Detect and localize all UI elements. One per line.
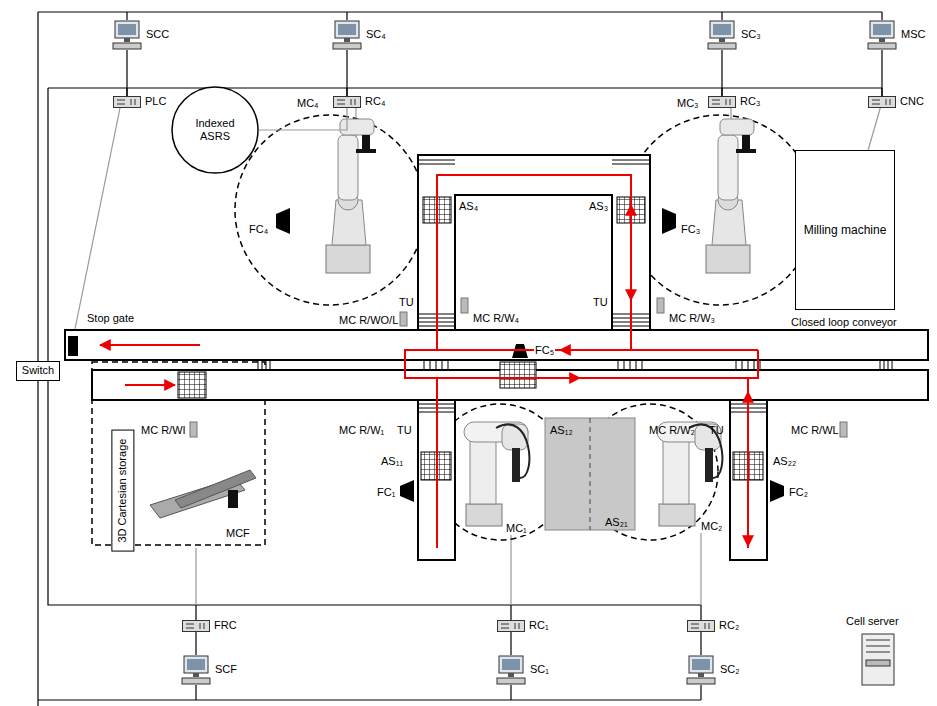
callout-label: AS₂₂ — [772, 455, 797, 468]
node-text: PLC — [145, 95, 166, 108]
network-link — [346, 50, 347, 96]
server-node: Cell server — [858, 632, 898, 687]
callout-label: TU — [708, 424, 725, 437]
node-text: RC₃ — [740, 95, 760, 108]
computer-node: SCC — [112, 20, 142, 50]
computer-node: SC₂ — [686, 655, 716, 685]
node-text: Indexed ASRS — [180, 117, 250, 143]
node-text: 3D Cartesian storage — [116, 438, 129, 542]
callout-label: MC R/WI — [140, 424, 187, 437]
storage-box: 3D Cartesian storage — [111, 429, 134, 551]
callout-label: AS₃ — [588, 200, 609, 213]
node-text: SC₁ — [530, 663, 549, 676]
device-icon — [497, 620, 525, 632]
callout-label: MC R/WL — [790, 424, 840, 437]
device-icon — [333, 96, 361, 108]
network-link — [510, 632, 511, 655]
node-text: SC₂ — [720, 663, 740, 676]
storage-circle: Indexed ASRS — [171, 86, 259, 174]
node-text: SC₃ — [741, 28, 761, 41]
device-icon — [181, 655, 211, 685]
callout-label: AS₄ — [458, 200, 479, 213]
callout-label: MC R/W₃ — [668, 312, 716, 325]
callout-label: TU — [592, 296, 609, 309]
callout-label: MC R/W₂ — [648, 424, 696, 437]
controller-node: RC₂ — [687, 620, 715, 632]
callout-label: FC₃ — [680, 223, 701, 236]
callout-label: FC₅ — [534, 344, 555, 357]
network-link — [126, 50, 127, 96]
node-text: FRC — [214, 619, 237, 632]
network-link — [868, 108, 880, 150]
callout-label: AS₂₁ — [604, 516, 629, 529]
callout-label: MC R/W₁ — [338, 424, 385, 437]
node-text: RC₁ — [529, 619, 549, 632]
callout-label: FC₁ — [376, 486, 396, 499]
callout-label: MC₁ — [505, 522, 528, 535]
device-icon — [868, 96, 896, 108]
node-text: SCC — [146, 28, 169, 41]
callout-label: MC₃ — [676, 97, 700, 110]
node-text: RC₂ — [719, 619, 739, 632]
machine-box: Milling machine — [795, 150, 895, 310]
network-link — [881, 50, 882, 96]
controller-node: PLC — [113, 96, 141, 108]
callout-label: AS₁₁ — [380, 455, 404, 468]
callout-label: FC₄ — [248, 223, 269, 236]
computer-node: SCF — [181, 655, 211, 685]
node-text: Milling machine — [804, 223, 887, 237]
node-text: CNC — [900, 95, 924, 108]
node-text: RC₄ — [365, 95, 385, 108]
node-text: SCF — [215, 663, 237, 676]
device-icon — [867, 20, 897, 50]
controller-node: FRC — [182, 620, 210, 632]
computer-node: SC₃ — [707, 20, 737, 50]
device-icon — [113, 96, 141, 108]
callout-label: MCF — [225, 527, 251, 540]
device-icon — [707, 20, 737, 50]
callout-label: MC₂ — [700, 520, 723, 533]
node-text: Switch — [22, 364, 54, 377]
node-text: SC₄ — [366, 28, 386, 41]
network-link — [700, 632, 701, 655]
callout-label: TU — [398, 296, 415, 309]
device-icon — [687, 620, 715, 632]
device-icon — [112, 20, 142, 50]
controller-node: CNC — [868, 96, 896, 108]
device-icon — [332, 20, 362, 50]
computer-node: MSC — [867, 20, 897, 50]
device-icon — [708, 96, 736, 108]
node-text: MSC — [901, 28, 925, 41]
controller-node: RC₃ — [708, 96, 736, 108]
callout-label: FC₂ — [788, 486, 809, 499]
callout-label: MC R/W₄ — [472, 312, 520, 325]
device-icon — [182, 620, 210, 632]
network-link — [195, 632, 196, 655]
callout-label: Closed loop conveyor — [790, 316, 898, 329]
computer-node: SC₁ — [496, 655, 526, 685]
callout-label: MC₄ — [296, 97, 320, 110]
controller-node: RC₁ — [497, 620, 525, 632]
device-icon — [496, 655, 526, 685]
callout-label: MC R/WO/L — [338, 314, 399, 327]
callout-label: AS₁₂ — [549, 424, 574, 437]
network-link — [721, 50, 722, 96]
computer-node: SC₄ — [332, 20, 362, 50]
network-link — [259, 108, 347, 130]
controller-node: RC₄ — [333, 96, 361, 108]
device-icon — [858, 632, 898, 687]
node-text: Cell server — [846, 615, 899, 628]
switch-box: Switch — [16, 361, 60, 380]
callout-label: TU — [396, 424, 413, 437]
device-icon — [686, 655, 716, 685]
callout-label: Stop gate — [86, 312, 135, 325]
